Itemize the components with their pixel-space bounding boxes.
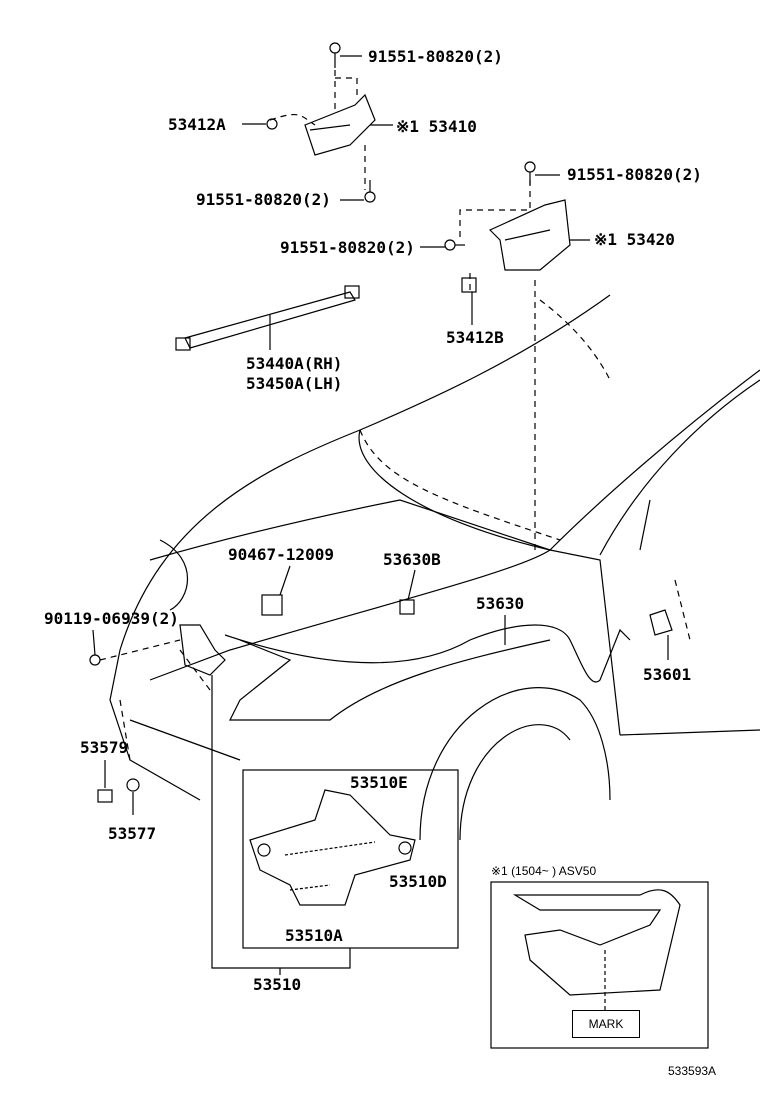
callout-lines (92, 55, 669, 975)
label-53510A: 53510A (285, 926, 343, 945)
hood-hinge-lh (488, 199, 571, 271)
label-53412A: 53412A (168, 115, 226, 134)
label-91551-80820-top: 91551-80820(2) (368, 47, 503, 66)
label-53601: 53601 (643, 665, 692, 684)
label-53630: 53630 (476, 594, 525, 613)
label-53630B: 53630B (383, 550, 441, 569)
label-53510: 53510 (253, 975, 302, 994)
label-91551-80820-right: 91551-80820(2) (567, 165, 702, 184)
label-53510E: 53510E (350, 773, 408, 792)
inset-box (490, 881, 709, 1049)
label-53450A: 53450A(LH) (246, 374, 343, 393)
label-91551-80820-left: 91551-80820(2) (196, 190, 331, 209)
bolts (89, 42, 536, 666)
label-90119-06939: 90119-06939(2) (44, 609, 179, 628)
hood-hinge-rh (304, 93, 376, 156)
mark-label: MARK (572, 1010, 640, 1038)
label-53412B: 53412B (446, 328, 504, 347)
label-53577: 53577 (108, 824, 157, 843)
leader-dashes (99, 70, 691, 761)
label-53420: ※1 53420 (594, 230, 675, 249)
label-53510D: 53510D (389, 872, 447, 891)
latch-detail-box (242, 769, 459, 949)
label-91551-80820-mid: 91551-80820(2) (280, 238, 415, 257)
hood-support-strut (175, 285, 360, 351)
hood-lock (97, 594, 673, 803)
inset-title: ※1 (1504~ ) ASV50 (491, 864, 597, 878)
car-outline (109, 294, 760, 841)
label-53440A: 53440A(RH) (246, 354, 343, 373)
label-90467-12009: 90467-12009 (228, 545, 334, 564)
label-53579: 53579 (80, 738, 129, 757)
figure-id: 533593A (668, 1064, 717, 1078)
label-53410: ※1 53410 (396, 117, 477, 136)
